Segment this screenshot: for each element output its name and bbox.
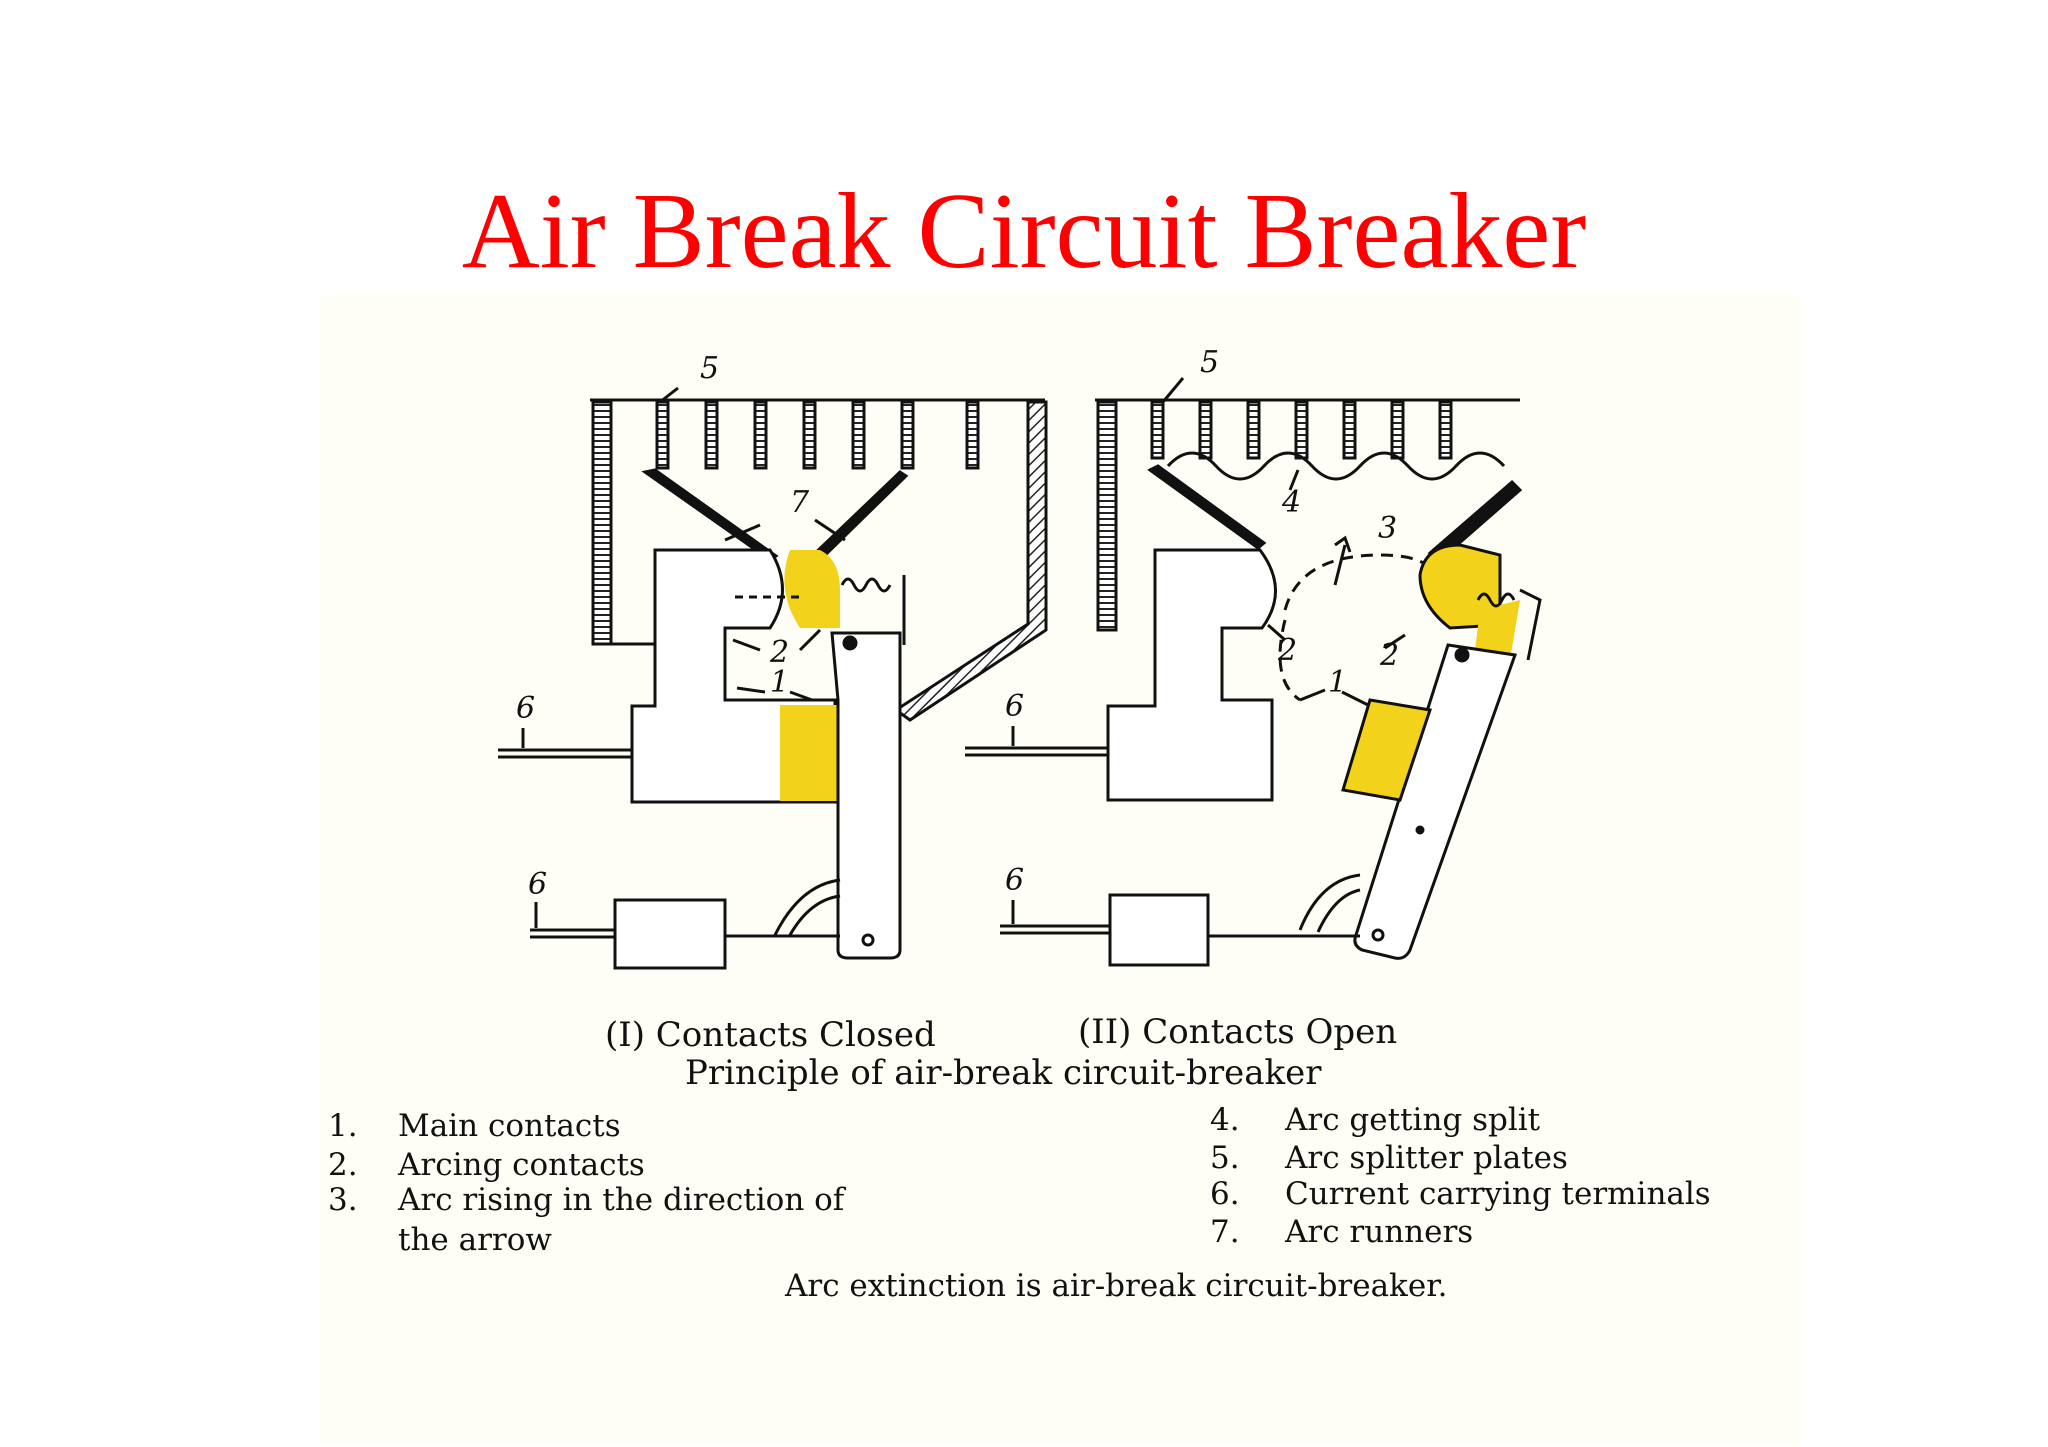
scanned-figure bbox=[320, 295, 1800, 1445]
split-arc bbox=[1166, 451, 1506, 481]
caption-contacts-closed: (I) Contacts Closed bbox=[605, 1015, 936, 1055]
moving-arm-closed bbox=[830, 631, 902, 960]
chute-left-wall bbox=[591, 400, 613, 646]
slide-title: Air Break Circuit Breaker bbox=[461, 172, 1587, 291]
moving-arm-open bbox=[1353, 643, 1518, 960]
callout-1-right: 1 bbox=[1328, 665, 1347, 700]
callout-5-left: 5 bbox=[700, 351, 719, 386]
caption-contacts-open: (II) Contacts Open bbox=[1078, 1012, 1398, 1052]
callout-4: 4 bbox=[1281, 485, 1301, 520]
legend-text-main-contacts: Main contacts bbox=[398, 1108, 621, 1144]
arc-runner-left bbox=[641, 468, 779, 562]
callout-5-right: 5 bbox=[1200, 345, 1219, 380]
callout-2-right-a: 2 bbox=[1277, 633, 1297, 668]
arc-splitter-plates-open bbox=[1150, 400, 1453, 460]
lower-terminal-block bbox=[613, 898, 727, 970]
callout-3: 3 bbox=[1378, 511, 1397, 546]
callout-6-upper-right: 6 bbox=[1005, 689, 1024, 724]
legend-num-4: 4. bbox=[1210, 1102, 1240, 1138]
spring-closed bbox=[840, 577, 892, 593]
legend-text-the-arrow: the arrow bbox=[398, 1222, 552, 1258]
callout-2-left: 2 bbox=[769, 635, 789, 670]
legend-num-6: 6. bbox=[1210, 1176, 1240, 1212]
legend-num-2: 2. bbox=[328, 1147, 358, 1183]
arcing-contact-closed bbox=[784, 550, 840, 628]
bottom-caption: Arc extinction is air-break circuit-brea… bbox=[785, 1268, 1448, 1304]
legend-num-3: 3. bbox=[328, 1182, 358, 1218]
chute-left-wall-open bbox=[1096, 400, 1118, 632]
lower-terminal-block-open bbox=[1108, 893, 1210, 967]
arc-runner-left-open bbox=[1147, 464, 1267, 550]
legend-text-current-terminals: Current carrying terminals bbox=[1285, 1176, 1711, 1212]
pivot-bracket bbox=[773, 878, 841, 936]
callout-labels: 5 7 2 1 6 6 5 4 3 2 2 1 6 6 bbox=[516, 345, 1399, 902]
panel-contacts-open bbox=[965, 377, 1542, 967]
arc-splitter-plates bbox=[655, 400, 980, 470]
chute-right-wall bbox=[893, 400, 1048, 722]
legend-text-arc-runners: Arc runners bbox=[1285, 1214, 1474, 1250]
callout-6-lower-left: 6 bbox=[528, 867, 547, 902]
callout-6-upper-left: 6 bbox=[516, 691, 535, 726]
fixed-contact-body-open bbox=[1106, 548, 1277, 802]
main-contact-open bbox=[1341, 698, 1432, 802]
legend-num-5: 5. bbox=[1210, 1140, 1240, 1176]
panel-contacts-closed bbox=[498, 386, 1048, 970]
callout-6-lower-right: 6 bbox=[1005, 863, 1024, 898]
main-contact-closed bbox=[780, 705, 838, 801]
callout-1-left: 1 bbox=[770, 665, 789, 700]
spring-open bbox=[1476, 592, 1516, 608]
callout-7: 7 bbox=[790, 485, 810, 520]
legend-text-arcing-contacts: Arcing contacts bbox=[398, 1147, 645, 1183]
pivot-bracket-open bbox=[1298, 873, 1361, 931]
legend-text-arc-rising: Arc rising in the direction of bbox=[398, 1182, 845, 1218]
figure-caption: Principle of air-break circuit-breaker bbox=[685, 1053, 1322, 1093]
rising-arc bbox=[1283, 553, 1434, 611]
legend-text-arc-getting-split: Arc getting split bbox=[1285, 1102, 1541, 1138]
callout-2-right-b: 2 bbox=[1379, 638, 1399, 673]
arc-runner-right bbox=[805, 470, 909, 567]
legend-num-7: 7. bbox=[1210, 1214, 1240, 1250]
legend-text-arc-splitter-plates: Arc splitter plates bbox=[1285, 1140, 1568, 1176]
legend-num-1: 1. bbox=[328, 1108, 358, 1144]
